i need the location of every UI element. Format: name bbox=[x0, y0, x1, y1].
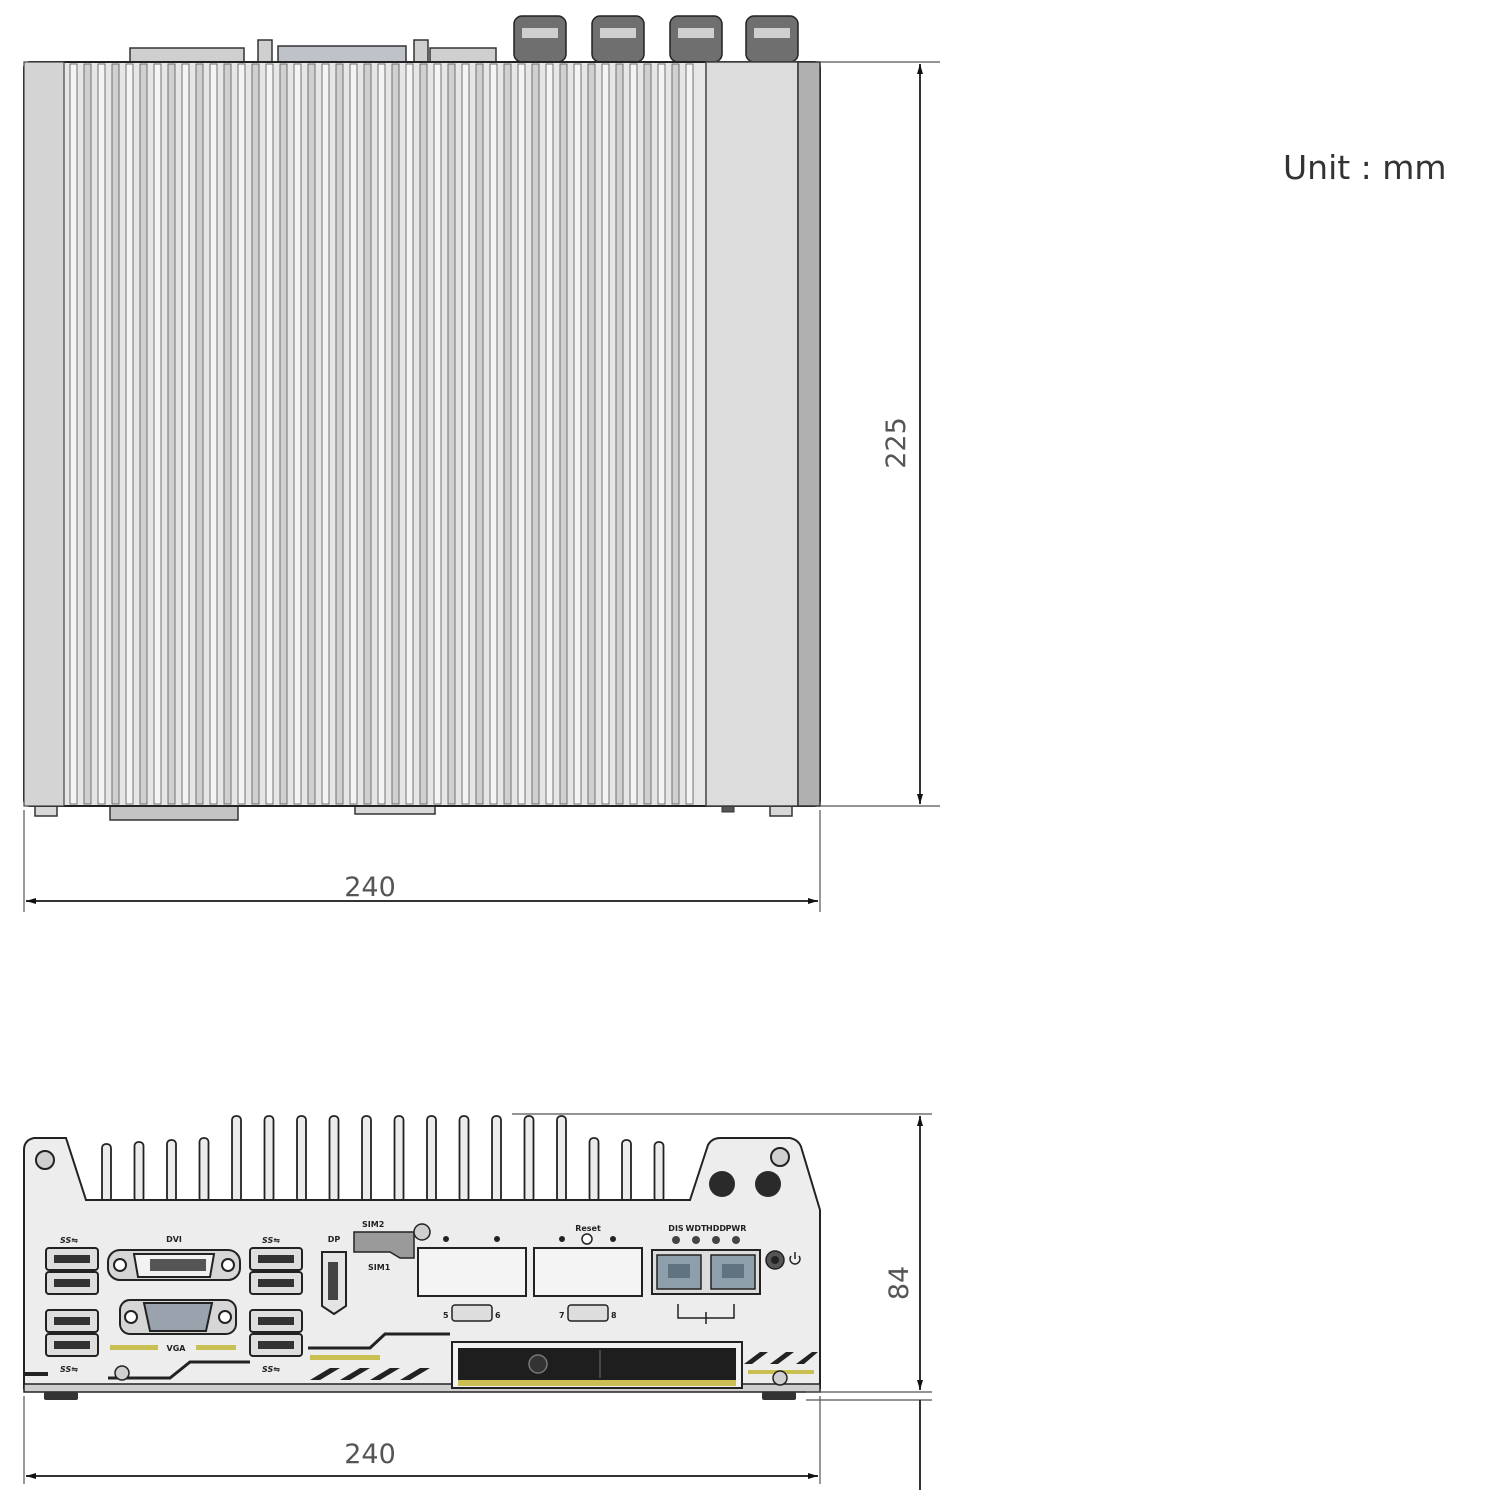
svg-text:8: 8 bbox=[611, 1311, 617, 1320]
lan-icon bbox=[677, 1304, 735, 1324]
decorative-stripes bbox=[24, 1332, 818, 1386]
front-height-label: 84 bbox=[884, 1266, 915, 1300]
svg-text:5: 5 bbox=[443, 1311, 449, 1320]
expansion-bay-right: Reset 7 8 bbox=[533, 1224, 643, 1322]
svg-text:WDT: WDT bbox=[686, 1224, 707, 1233]
sim1-label: SIM1 bbox=[368, 1263, 391, 1272]
svg-text:DIS: DIS bbox=[668, 1224, 684, 1233]
sim-slots: SIM2 SIM1 bbox=[353, 1220, 431, 1272]
top-connectors bbox=[513, 15, 799, 63]
dvi-label: DVI bbox=[166, 1235, 182, 1244]
unit-label: Unit : mm bbox=[1283, 148, 1447, 187]
top-depth-label: 225 bbox=[881, 417, 912, 469]
svg-text:SS⇋: SS⇋ bbox=[60, 1365, 78, 1374]
expansion-bay-left: 5 6 bbox=[417, 1236, 527, 1322]
svg-text:PWR: PWR bbox=[726, 1224, 747, 1233]
usb-stack-left: SS⇋ SS⇋ bbox=[45, 1236, 99, 1374]
lan-ports bbox=[651, 1249, 761, 1324]
led-indicators: DIS WDT HDD PWR bbox=[668, 1224, 746, 1244]
front-width-label: 240 bbox=[344, 1439, 396, 1470]
drive-tray bbox=[451, 1341, 743, 1389]
svg-text:6: 6 bbox=[495, 1311, 501, 1320]
vga-label: VGA bbox=[167, 1344, 187, 1353]
svg-text:SS⇋: SS⇋ bbox=[60, 1236, 78, 1245]
usb-stack-right: SS⇋ SS⇋ bbox=[249, 1236, 303, 1374]
vga-port: VGA bbox=[110, 1299, 237, 1353]
dp-label: DP bbox=[328, 1235, 341, 1244]
displayport-port: DP bbox=[321, 1235, 347, 1316]
svg-text:HDD: HDD bbox=[706, 1224, 726, 1233]
power-button bbox=[765, 1250, 801, 1270]
svg-text:7: 7 bbox=[559, 1311, 565, 1320]
top-width-label: 240 bbox=[344, 872, 396, 903]
svg-text:SS⇋: SS⇋ bbox=[262, 1365, 280, 1374]
dvi-port: DVI bbox=[107, 1235, 241, 1281]
svg-text:SS⇋: SS⇋ bbox=[262, 1236, 280, 1245]
power-icon bbox=[789, 1252, 801, 1265]
reset-label: Reset bbox=[575, 1224, 601, 1233]
front-heatsink-fins bbox=[101, 1115, 665, 1203]
top-view: 225 240 bbox=[23, 15, 940, 912]
sim2-label: SIM2 bbox=[362, 1220, 384, 1229]
heatsink-fins bbox=[69, 63, 694, 805]
front-view: SS⇋ SS⇋ SS⇋ SS⇋ DVI bbox=[23, 1113, 932, 1490]
